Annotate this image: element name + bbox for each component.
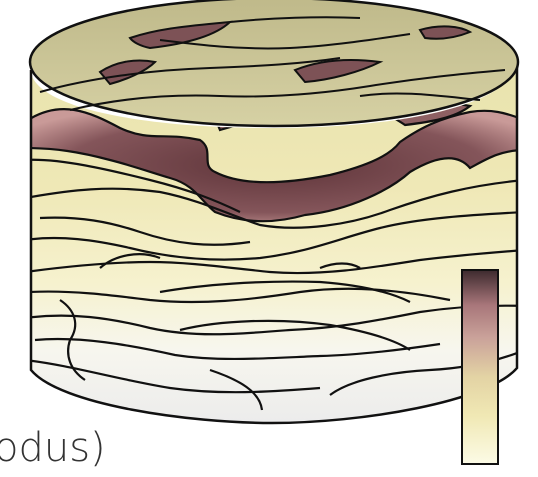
caption-fragment: odus) — [0, 428, 106, 468]
cylinder-top — [30, 0, 518, 126]
colorbar — [462, 270, 498, 464]
